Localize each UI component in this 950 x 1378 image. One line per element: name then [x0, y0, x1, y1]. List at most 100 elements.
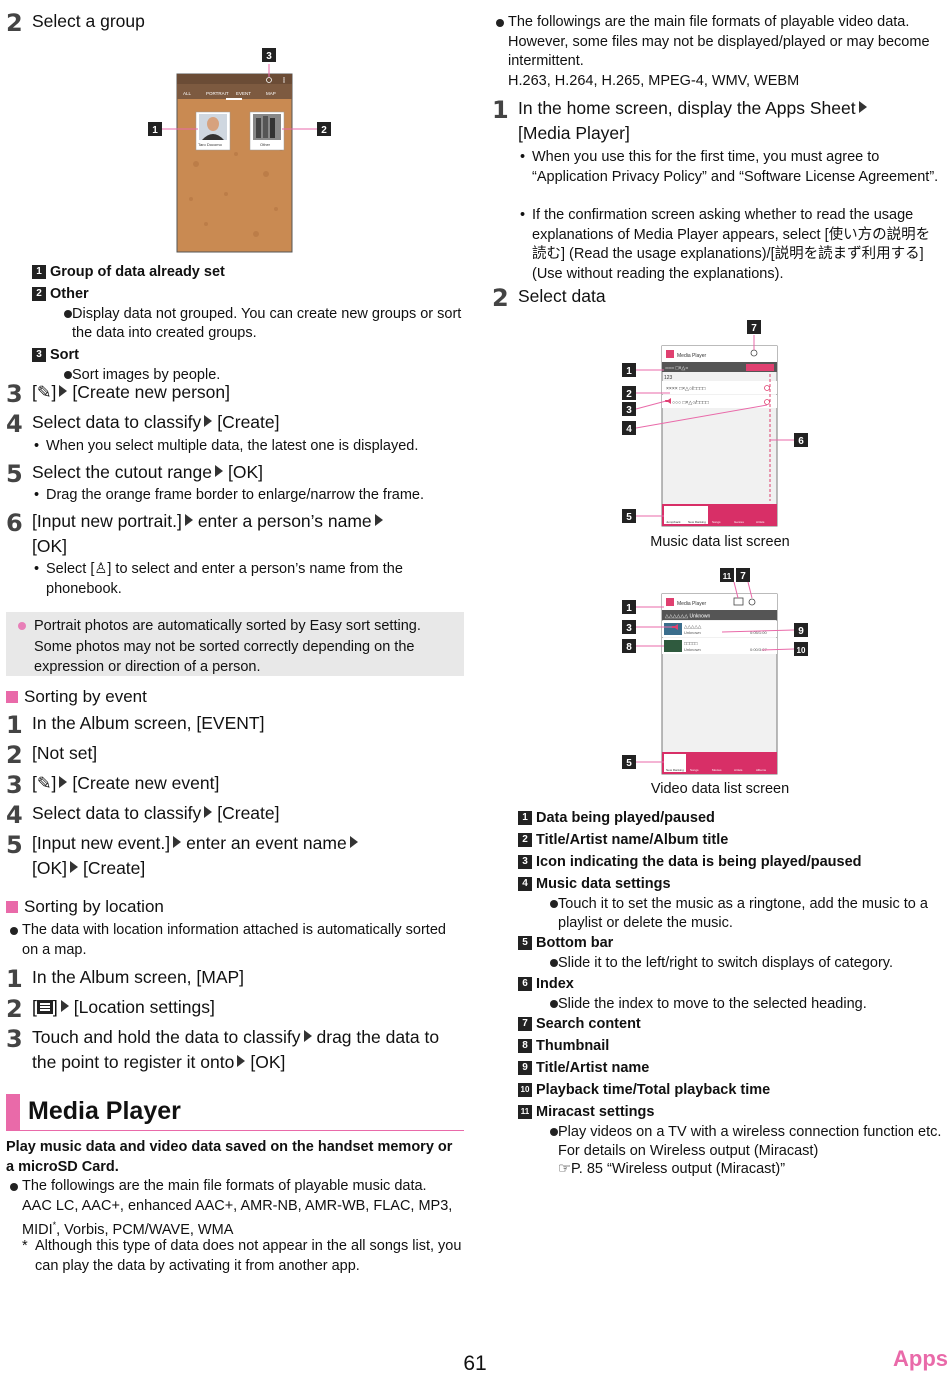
ev-step-3: 3 [✎][Create new event]: [6, 771, 220, 799]
step-select-group: 2 Select a group: [6, 9, 145, 37]
loc-note: The data with location information attac…: [6, 921, 456, 960]
album-tab-all[interactable]: ALL: [183, 91, 192, 96]
svg-text:Media Player: Media Player: [677, 353, 707, 359]
svg-text:Unknown: Unknown: [684, 647, 701, 652]
music-row[interactable]: [662, 381, 777, 394]
label-desc: Slide the index to move to the selected …: [518, 995, 944, 1014]
step-note: Drag the orange frame border to enlarge/…: [32, 486, 464, 506]
section-tab-apps[interactable]: Apps: [893, 1346, 948, 1371]
person-icon: ♙: [94, 561, 108, 577]
ev-step-5: 5 [Input new event.]enter an event name[…: [6, 831, 464, 881]
svg-text:123: 123: [664, 375, 673, 381]
callout-6: 6: [798, 436, 804, 447]
thumb-portrait-group[interactable]: Taro Docomo: [195, 111, 231, 151]
callout-2: [317, 122, 331, 136]
album-tab-portrait[interactable]: PORTRAIT: [206, 91, 229, 96]
svg-text:△△△△△△ Unknown: △△△△△△ Unknown: [665, 614, 711, 620]
edit-icon: ✎: [36, 382, 52, 402]
video-list-screenshot: Media Player △△△△△△ Unknown △△△△△ Unknow…: [622, 568, 808, 775]
heading-sorting-event: Sorting by event: [6, 685, 147, 709]
callout-8: 8: [626, 642, 632, 653]
svg-text:0:00/3:07: 0:00/3:07: [750, 647, 767, 652]
svg-text:1: 1: [152, 125, 158, 136]
step-note: When you use this for the first time, yo…: [518, 148, 944, 187]
svg-text:3: 3: [266, 51, 272, 62]
page-number: 61: [463, 1352, 487, 1375]
tab-ranking[interactable]: New Ranking: [688, 520, 706, 524]
tab-genres[interactable]: Genres: [734, 520, 744, 524]
tab-artists[interactable]: Artists: [734, 768, 743, 772]
label-desc: Slide it to the left/right to switch dis…: [518, 954, 944, 973]
label-desc: Display data not grouped. You can create…: [32, 305, 464, 342]
settings-icon[interactable]: [764, 385, 770, 391]
tab-albums[interactable]: Albums: [756, 768, 767, 772]
sort-icon[interactable]: [266, 77, 272, 83]
thumbnail: [664, 640, 682, 652]
video-row[interactable]: [662, 621, 777, 637]
tab-songs[interactable]: Songs: [712, 520, 721, 524]
step-note: Select [♙] to select and enter a person’…: [32, 560, 464, 599]
callout-3: [262, 48, 276, 62]
album-tab-event[interactable]: EVENT: [236, 91, 251, 96]
svg-text:Taro Docomo: Taro Docomo: [198, 142, 223, 147]
mp-intro: Play music data and video data saved on …: [6, 1139, 453, 1175]
mp-step-1: 1 In the home screen, display the Apps S…: [492, 96, 944, 146]
music-row[interactable]: [662, 395, 777, 408]
ev-step-4: 4 Select data to classify[Create]: [6, 801, 280, 829]
loc-step-2: 2 [][Location settings]: [6, 995, 215, 1023]
tab-artists[interactable]: Artists: [756, 520, 765, 524]
music-list-screenshot: Media Player ○○○ □×△○ 123 ×××× □×△○/□□□□…: [622, 320, 808, 527]
playing-icon: [672, 624, 678, 630]
callout-7: 7: [751, 323, 757, 334]
callout-9: 9: [798, 626, 804, 637]
svg-text:Unknown: Unknown: [684, 630, 701, 635]
tab-jump[interactable]: Jump/back: [666, 520, 681, 524]
mp-footnote: *Although this type of data does not app…: [22, 1238, 462, 1274]
album-screenshot: ALL PORTRAIT EVENT MAP Taro Docomo Other…: [148, 48, 331, 253]
label-desc: Play videos on a TV with a wireless conn…: [518, 1123, 944, 1160]
svg-text:Other: Other: [260, 142, 271, 147]
callout-1: 1: [626, 366, 632, 377]
step-input-portrait: 6 [Input new portrait.]enter a person’s …: [6, 509, 464, 559]
svg-text:×××× □×△○/□□□□: ×××× □×△○/□□□□: [666, 386, 705, 392]
album-tab-map[interactable]: MAP: [266, 91, 276, 96]
thumb-other-group[interactable]: Other: [249, 111, 285, 151]
step-cutout-range: 5 Select the cutout range[OK]: [6, 460, 263, 488]
svg-text:0:05/1:00: 0:05/1:00: [750, 630, 767, 635]
video-caption: Video data list screen: [650, 781, 790, 797]
tab-ranking[interactable]: New Ranking: [666, 768, 684, 772]
music-caption: Music data list screen: [650, 534, 790, 550]
callout-10: 10: [797, 646, 806, 655]
svg-text:2: 2: [321, 125, 327, 136]
search-icon[interactable]: [748, 598, 756, 606]
tab-songs[interactable]: Songs: [690, 768, 699, 772]
callout-4: 4: [626, 424, 632, 435]
miracast-icon[interactable]: [733, 597, 744, 606]
step-note: When you select multiple data, the lates…: [32, 437, 464, 457]
video-row[interactable]: [662, 638, 777, 654]
callout-5: 5: [626, 512, 632, 523]
info-box: Portrait photos are automatically sorted…: [6, 612, 464, 676]
svg-text:○○○ □×△○: ○○○ □×△○: [665, 366, 688, 372]
svg-text:○○○ □×△○/□□□□: ○○○ □×△○/□□□□: [672, 400, 709, 406]
tab-movies[interactable]: Movies: [712, 768, 722, 772]
mp-formats: The followings are the main file formats…: [6, 1177, 464, 1240]
page-reference-link[interactable]: ☞P. 85 “Wireless output (Miracast)”: [558, 1161, 786, 1177]
label-desc: Sort images by people.: [32, 366, 464, 385]
